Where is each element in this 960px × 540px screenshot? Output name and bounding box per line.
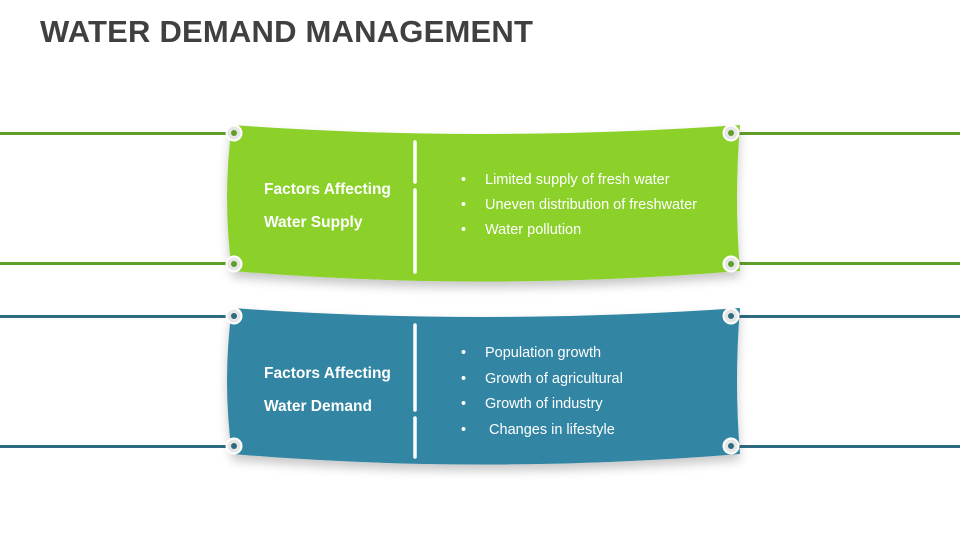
demand-label-line2: Water Demand — [264, 398, 372, 415]
supply-factor-list: Limited supply of fresh water Uneven dis… — [461, 168, 697, 243]
demand-rope-top-right — [732, 315, 960, 318]
supply-rope-bottom-right — [732, 262, 960, 265]
supply-factor-item: Uneven distribution of freshwater — [461, 193, 697, 218]
supply-label-line2: Water Supply — [264, 214, 363, 231]
supply-factor-item: Limited supply of fresh water — [461, 168, 697, 193]
supply-label: Factors Affecting Water Supply — [264, 173, 391, 239]
demand-rope-top-left — [0, 315, 232, 318]
supply-rope-bottom-left — [0, 262, 232, 265]
supply-label-line1: Factors Affecting — [264, 181, 391, 198]
demand-factor-item: Changes in lifestyle — [461, 418, 623, 444]
demand-rope-bottom-left — [0, 445, 232, 448]
demand-label-line1: Factors Affecting — [264, 365, 391, 382]
demand-factor-item: Growth of industry — [461, 392, 623, 418]
demand-label: Factors Affecting Water Demand — [264, 357, 391, 423]
demand-rope-bottom-right — [732, 445, 960, 448]
supply-rope-top-left — [0, 132, 232, 135]
supply-factor-item: Water pollution — [461, 218, 697, 243]
demand-factor-list: Population growth Growth of agricultural… — [461, 341, 623, 443]
supply-rope-top-right — [732, 132, 960, 135]
demand-factor-item: Population growth — [461, 341, 623, 367]
page-title: WATER DEMAND MANAGEMENT — [40, 14, 534, 49]
demand-factor-item: Growth of agricultural — [461, 367, 623, 393]
